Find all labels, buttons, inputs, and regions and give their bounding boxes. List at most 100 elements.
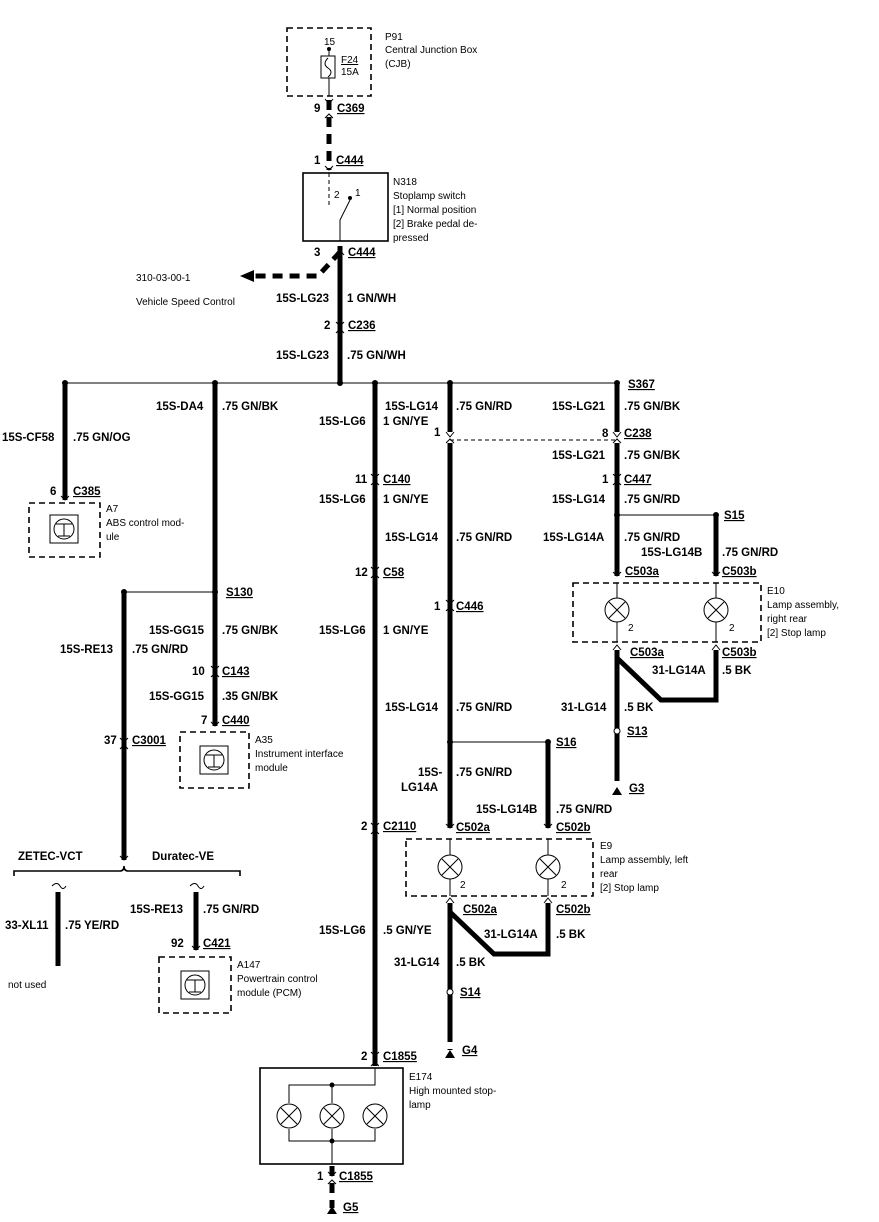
wire-label: 15S-LG6 xyxy=(319,625,366,637)
pin-c238: 8 xyxy=(602,428,609,440)
variant-zetec: ZETEC-VCT xyxy=(18,851,83,863)
ground-g4: G4 xyxy=(462,1045,478,1057)
conn-c502b: C502b xyxy=(556,822,591,834)
wire-label: .75 GN/RD xyxy=(722,547,778,559)
wire-label: 15S-LG21 xyxy=(552,450,606,462)
a147-id: A147 xyxy=(237,960,261,971)
conn-c421: C421 xyxy=(203,938,231,950)
wire-label: .5 BK xyxy=(624,702,654,714)
ground-g5-icon xyxy=(327,1206,337,1214)
pin-c140: 11 xyxy=(355,474,368,486)
wire-label: 15S-GG15 xyxy=(149,691,205,703)
wire-label: 15S-LG6 xyxy=(319,925,366,937)
wire-label: .75 GN/RD xyxy=(624,494,680,506)
e10-id: E10 xyxy=(767,586,785,597)
wire-label: .5 BK xyxy=(556,929,586,941)
wire-label: 15S-LG14 xyxy=(385,702,439,714)
pin-c440: 7 xyxy=(201,715,207,727)
wire-label: 15S-LG6 xyxy=(319,416,366,428)
conn-c503a: C503a xyxy=(625,566,659,578)
wire-label: .75 GN/RD xyxy=(556,804,612,816)
e9-left-rear-lamp-assembly[interactable]: 2 2 E9 Lamp assembly, left rear [2] Stop… xyxy=(405,838,688,897)
pin-c385: 6 xyxy=(50,486,56,498)
a7-name: ABS control mod- xyxy=(106,518,184,529)
e10-name2: right rear xyxy=(767,614,808,625)
ground-g3: G3 xyxy=(629,783,644,795)
conn-c503b: C503b xyxy=(722,566,757,578)
wire-label: 15S-RE13 xyxy=(130,904,183,916)
wire-label: .75 GN/BK xyxy=(222,401,279,413)
conn-c238: C238 xyxy=(624,428,652,440)
conn-s14: S14 xyxy=(460,987,481,999)
wire-label: 15S-LG14 xyxy=(385,401,439,413)
pin-c444b: 3 xyxy=(314,247,320,259)
wire-label: 15S-CF58 xyxy=(2,432,55,444)
wire-31-lg14a-left xyxy=(448,903,551,957)
conn-c447: C447 xyxy=(624,474,652,486)
a35-instrument-interface-module[interactable]: A35 Instrument interface module xyxy=(179,731,344,789)
wire-label: 15S-LG21 xyxy=(552,401,606,413)
pin-c58: 12 xyxy=(355,567,368,579)
n318-pos2b: pressed xyxy=(393,233,429,244)
n318-sw1: 1 xyxy=(355,188,361,199)
wire-label: 15S-DA4 xyxy=(156,401,204,413)
pin-c143: 10 xyxy=(192,666,205,678)
e174-high-mounted-stop-lamp[interactable]: E174 High mounted stop- lamp xyxy=(259,1067,496,1165)
pin-c447: 1 xyxy=(602,474,609,486)
wire-label: 31-LG14 xyxy=(561,702,607,714)
arrow-left-icon xyxy=(240,270,254,282)
wire-label: .75 GN/BK xyxy=(222,625,279,637)
conn-c385: C385 xyxy=(73,486,101,498)
wire-label: 1 GN/WH xyxy=(347,293,396,305)
n318-name: Stoplamp switch xyxy=(393,191,466,202)
wire-label: 15S- xyxy=(418,767,442,779)
conn-c236: C236 xyxy=(348,320,376,332)
a147-powertrain-control-module[interactable]: A147 Powertrain control module (PCM) xyxy=(158,956,318,1014)
conn-s15: S15 xyxy=(724,510,745,522)
wire-label: .75 GN/RD xyxy=(456,702,512,714)
conn-c444a: C444 xyxy=(336,155,364,167)
wire-label: 15S-LG14B xyxy=(476,804,537,816)
e9-name: Lamp assembly, left xyxy=(600,855,688,866)
n318-stoplamp-switch[interactable]: 2 1 N318 Stoplamp switch [1] Normal posi… xyxy=(302,172,478,244)
wire-label: 15S-LG6 xyxy=(319,494,366,506)
vsc-label: Vehicle Speed Control xyxy=(136,297,235,308)
wire-label: 15S-LG14 xyxy=(552,494,606,506)
wire-label: .5 BK xyxy=(456,957,486,969)
conn-s367: S367 xyxy=(628,379,655,391)
wire-label: .75 GN/RD xyxy=(456,767,512,779)
wire-label: 1 GN/YE xyxy=(383,416,429,428)
wire-label: 31-LG14A xyxy=(652,665,706,677)
conn-c444b: C444 xyxy=(348,247,376,259)
wire-label: .75 GN/RD xyxy=(624,532,680,544)
a7-abs-control-module[interactable]: A7 ABS control mod- ule xyxy=(28,502,184,558)
pin-c446: 1 xyxy=(434,601,441,613)
conn-s130: S130 xyxy=(226,587,253,599)
p91-abbr: (CJB) xyxy=(385,59,411,70)
wire-vehicle-speed-control xyxy=(252,250,342,279)
a147-name2: module (PCM) xyxy=(237,988,301,999)
p91-name: Central Junction Box xyxy=(385,45,477,56)
p91-central-junction-box[interactable]: 15 F24 15A P91 Central Junction Box (CJB… xyxy=(286,27,477,97)
e10-right-rear-lamp-assembly[interactable]: 2 2 E10 Lamp assembly, right rear [2] St… xyxy=(572,582,839,643)
n318-pos1: [1] Normal position xyxy=(393,205,476,216)
wire-label: .75 GN/BK xyxy=(624,450,681,462)
pin-c1855b: 1 xyxy=(317,1171,324,1183)
e174-name: High mounted stop- xyxy=(409,1086,496,1097)
conn-c1855b: C1855 xyxy=(339,1171,373,1183)
wire-label: 15S-RE13 xyxy=(60,644,113,656)
fuse-rating: 15A xyxy=(341,67,359,78)
e9-pin2: 2 xyxy=(561,880,567,891)
wire-label: .75 GN/WH xyxy=(347,350,406,362)
conn-s13: S13 xyxy=(627,726,647,738)
e9-id: E9 xyxy=(600,841,613,852)
wire-label: 15S-GG15 xyxy=(149,625,205,637)
ground-g3-icon xyxy=(612,787,622,795)
conn-c369: C369 xyxy=(337,103,365,115)
pin-c444a: 1 xyxy=(314,155,321,167)
wire-label: .5 BK xyxy=(722,665,752,677)
e9-name2: rear xyxy=(600,869,618,880)
conn-c502b-2: C502b xyxy=(556,904,591,916)
ground-g5: G5 xyxy=(343,1202,359,1214)
